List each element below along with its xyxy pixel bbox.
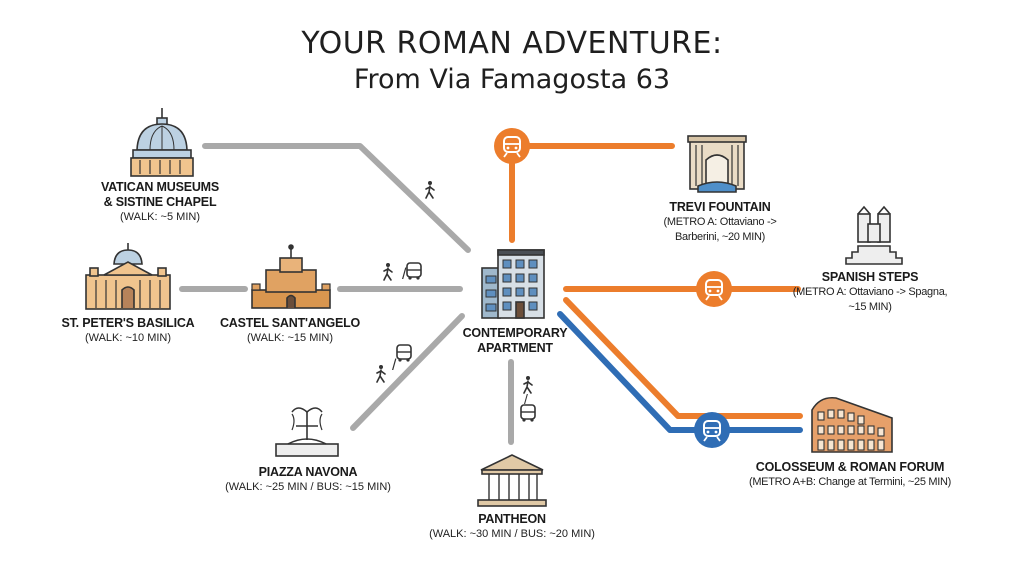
walk-icon: [425, 180, 435, 199]
pantheon-detail: (WALK: ~30 MIN / BUS: ~20 MIN): [429, 528, 595, 540]
colosseum-icon: [811, 396, 893, 453]
colosseum-detail: (METRO A+B: Change at Termini, ~25 MIN): [748, 476, 952, 488]
spanish-label: SPANISH STEPS (METRO A: Ottaviano -> Spa…: [775, 270, 965, 315]
trevi-fountain-icon: [687, 135, 747, 193]
title-line-1: YOUR ROMAN ADVENTURE:: [301, 26, 723, 61]
spanish-name: SPANISH STEPS: [821, 270, 919, 284]
colosseum-label: COLOSSEUM & ROMAN FORUM (METRO A+B: Chan…: [730, 460, 970, 490]
trevi-detail-line2: Barberini, ~20 MIN): [675, 231, 765, 243]
trevi-detail-line1: (METRO A: Ottaviano ->: [663, 216, 777, 228]
walk-icon: [376, 364, 386, 383]
vatican-name-line1: VATICAN MUSEUMS: [100, 180, 220, 194]
trevi-label: TREVI FOUNTAIN (METRO A: Ottaviano -> Ba…: [640, 200, 800, 245]
apartment-name-line2: APARTMENT: [477, 341, 553, 355]
trevi-name: TREVI FOUNTAIN: [669, 200, 771, 214]
walk-icon: [383, 262, 393, 281]
vatican-label: VATICAN MUSEUMS & SISTINE CHAPEL (WALK: …: [60, 180, 260, 225]
apartment-name-line1: CONTEMPORARY: [462, 326, 568, 340]
title-line-2: From Via Famagosta 63: [353, 64, 671, 95]
svg-text:/: /: [524, 391, 528, 407]
bus-icon: [396, 344, 412, 363]
spanish-detail-line2: ~15 MIN): [848, 301, 892, 313]
apartment-icon: [481, 249, 545, 319]
st-peters-detail: (WALK: ~10 MIN): [84, 332, 172, 344]
vatican-name-line2: & SISTINE CHAPEL: [103, 195, 217, 209]
spanish-detail-line1: (METRO A: Ottaviano -> Spagna,: [792, 286, 948, 298]
navona-detail: (WALK: ~25 MIN / BUS: ~15 MIN): [225, 481, 391, 493]
vatican-detail: (WALK: ~5 MIN): [120, 211, 200, 223]
castel-detail: (WALK: ~15 MIN): [246, 332, 334, 344]
castel-label: CASTEL SANT'ANGELO (WALK: ~15 MIN): [200, 316, 380, 346]
vatican-dome-icon: [130, 108, 194, 177]
pantheon-label: PANTHEON (WALK: ~30 MIN / BUS: ~20 MIN): [412, 512, 612, 542]
svg-text:/: /: [392, 357, 397, 374]
metro-station-icon: [696, 271, 732, 307]
apartment-label: CONTEMPORARY APARTMENT: [440, 326, 590, 356]
walk-routes: [179, 143, 514, 445]
pantheon-icon: [477, 454, 547, 507]
spanish-steps-icon: [845, 205, 903, 265]
route-colosseum-b: [557, 311, 803, 433]
castel-santangelo-icon: [251, 244, 331, 309]
colosseum-name: COLOSSEUM & ROMAN FORUM: [755, 460, 945, 474]
st-peters-name: ST. PETER'S BASILICA: [61, 316, 195, 330]
metro-station-icon: [494, 128, 530, 164]
st-peters-basilica-icon: [85, 243, 171, 310]
bus-icon: [406, 262, 422, 281]
pantheon-name: PANTHEON: [478, 512, 546, 526]
castel-name: CASTEL SANT'ANGELO: [219, 316, 361, 330]
metro-station-icon: [694, 412, 730, 448]
navona-fountain-icon: [275, 407, 339, 457]
route-navona: [350, 313, 465, 431]
route-colosseum-a: [563, 297, 803, 419]
st-peters-label: ST. PETER'S BASILICA (WALK: ~10 MIN): [38, 316, 218, 346]
navona-label: PIAZZA NAVONA (WALK: ~25 MIN / BUS: ~15 …: [208, 465, 408, 495]
metro-a-routes: [509, 143, 803, 419]
svg-text:/: /: [402, 266, 407, 283]
bus-icon: [520, 404, 536, 423]
route-vatican: [202, 143, 471, 253]
navona-name: PIAZZA NAVONA: [258, 465, 358, 479]
